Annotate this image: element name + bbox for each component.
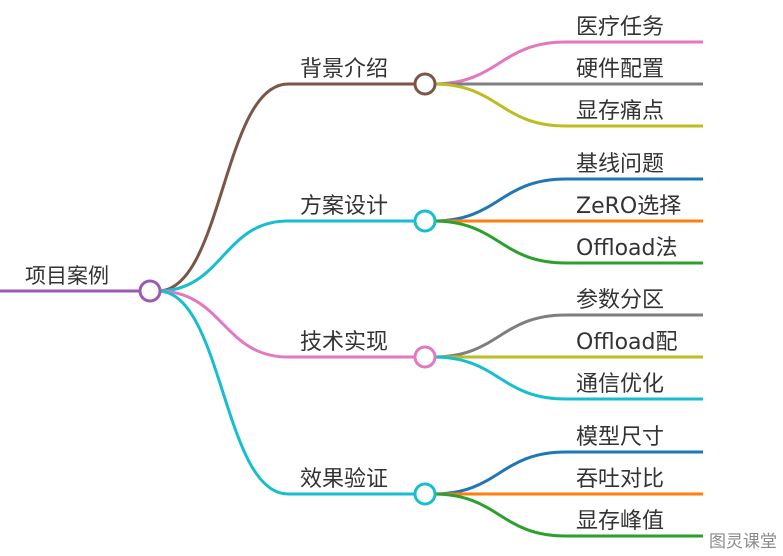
edge-root-to-branch [157,82,289,293]
leaf-label: 显存峰值 [576,509,664,534]
root-node[interactable] [138,279,162,303]
branch-node[interactable] [413,482,437,506]
branch-label: 方案设计 [300,194,388,219]
branch-node[interactable] [413,209,437,233]
leaf-label: 通信优化 [576,372,664,397]
branch-node[interactable] [413,345,437,369]
branch-node[interactable] [413,72,437,96]
leaf-label: 吞吐对比 [576,467,664,492]
edge-branch-to-leaf [432,492,567,538]
edge-branch-to-leaf [432,82,567,128]
branch-label: 效果验证 [300,467,388,492]
edge-branch-to-leaf [432,313,567,359]
edge-branch-to-leaf [432,355,567,401]
edge-branch-to-leaf [432,40,567,86]
edge-branch-to-leaf [432,219,567,265]
edges-layer [157,40,567,538]
edge-root-to-branch [157,289,289,359]
leaf-label: 模型尺寸 [576,425,664,450]
edge-root-to-branch [157,289,289,496]
leaf-label: Offload法 [576,236,678,261]
leaf-label: ZeRO选择 [576,194,681,219]
watermark: 图灵课堂 [709,532,777,552]
branch-label: 背景介绍 [300,57,388,82]
leaf-label: 基线问题 [576,152,664,177]
leaf-label: 参数分区 [576,288,664,313]
edge-branch-to-leaf [432,177,567,223]
edge-branch-to-leaf [432,450,567,496]
underlines-layer [0,40,703,538]
edge-root-to-branch [157,219,289,293]
nodes-layer [138,72,437,506]
leaf-label: 显存痛点 [576,99,664,124]
leaf-label: 硬件配置 [576,57,664,82]
leaf-label: 医疗任务 [576,15,664,40]
leaf-label: Offload配 [576,330,678,355]
root-label: 项目案例 [25,264,109,288]
branch-label: 技术实现 [300,330,388,355]
